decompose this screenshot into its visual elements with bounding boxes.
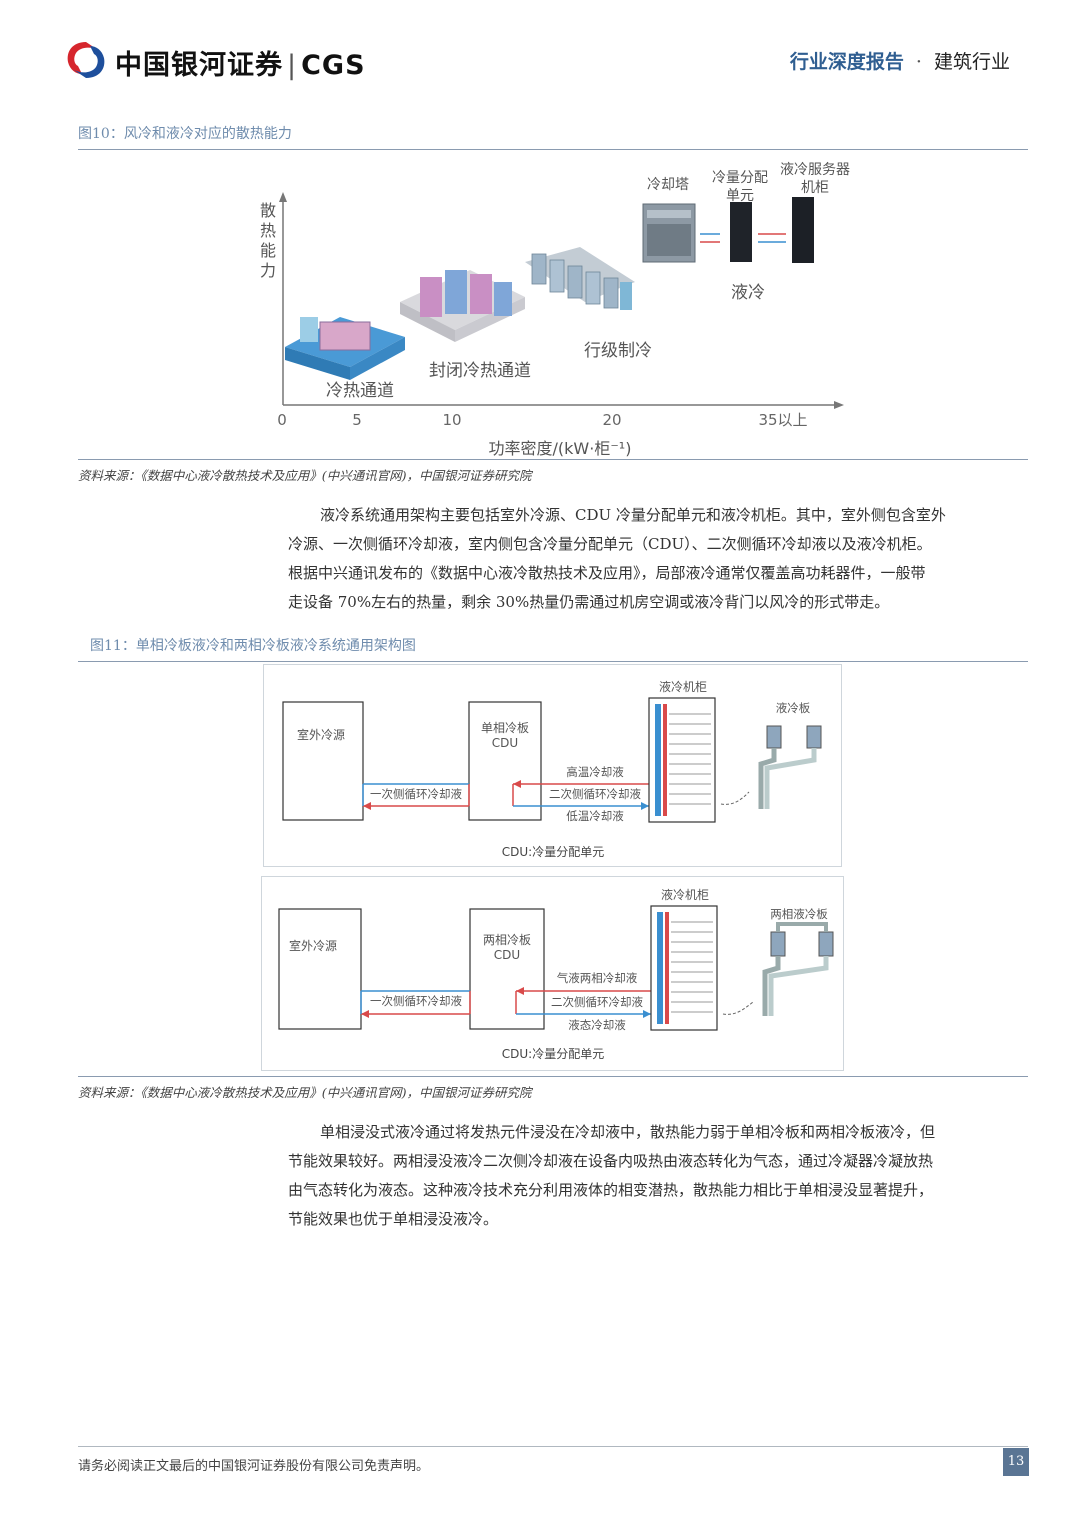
paragraph-2-line: 节能效果也优于单相浸没液冷。 bbox=[288, 1210, 499, 1228]
svg-text:能: 能 bbox=[260, 241, 276, 260]
primary-loop-label: 一次侧循环冷却液 bbox=[370, 994, 462, 1008]
x-tick-20: 20 bbox=[602, 411, 621, 429]
x-tick-10: 10 bbox=[442, 411, 461, 429]
figure11-top-rule bbox=[78, 661, 1028, 662]
stage-liquid-cooling-image bbox=[642, 197, 814, 263]
two-phase-coolant-label: 气液两相冷却液 bbox=[557, 971, 638, 985]
paragraph-2-line: 节能效果较好。两相浸没液冷二次侧冷却液在设备内吸热由液态转化为气态，通过冷凝器冷… bbox=[288, 1152, 934, 1170]
paragraph-1-line: 根据中兴通讯发布的《数据中心液冷散热技术及应用》，局部液冷通常仅覆盖高功耗器件，… bbox=[288, 564, 926, 582]
cdu-label-1: 两相冷板 bbox=[483, 933, 531, 947]
svg-text:单元: 单元 bbox=[726, 188, 754, 204]
figure11-bottom-rule bbox=[78, 1076, 1028, 1077]
brand-name-cn: 中国银河证券 bbox=[115, 50, 283, 81]
x-tick-35: 35以上 bbox=[758, 411, 807, 429]
stage-label-4: 液冷 bbox=[731, 283, 765, 303]
primary-loop-label: 一次侧循环冷却液 bbox=[370, 787, 462, 801]
header-separator: · bbox=[915, 51, 922, 73]
figure11-two-phase-diagram: 室外冷源 两相冷板 CDU 一次侧循环冷却液 气液两相冷却液 二次侧循环冷却液 … bbox=[261, 876, 844, 1071]
paragraph-2: 单相浸没式液冷通过将发热元件浸没在冷却液中，散热能力弱于单相冷板和两相冷板液冷，… bbox=[288, 1118, 1028, 1234]
liquid-coolant-label: 液态冷却液 bbox=[568, 1018, 626, 1032]
cold-coolant-label: 低温冷却液 bbox=[566, 809, 624, 823]
paragraph-2-line: 由气态转化为液态。这种液冷技术充分利用液体的相变潜热，散热能力相比于单相浸没显著… bbox=[288, 1181, 934, 1199]
outdoor-cold-source-label: 室外冷源 bbox=[289, 938, 337, 953]
header: 中国银河证券|CGS 行业深度报告 · 建筑行业 bbox=[0, 0, 1080, 110]
report-type: 行业深度报告 bbox=[789, 51, 904, 73]
x-axis-label: 功率密度/(kW·柜⁻¹) bbox=[489, 439, 632, 458]
two-phase-plate-label: 两相液冷板 bbox=[770, 907, 828, 921]
cdu-caption: CDU:冷量分配单元 bbox=[502, 1047, 604, 1061]
figure10-title: 图10：风冷和液冷对应的散热能力 bbox=[78, 126, 292, 142]
secondary-loop-label: 二次侧循环冷却液 bbox=[549, 787, 641, 801]
cdu-caption: CDU:冷量分配单元 bbox=[502, 845, 604, 859]
paragraph-1: 液冷系统通用架构主要包括室外冷源、CDU 冷量分配单元和液冷机柜。其中，室外侧包… bbox=[288, 501, 1028, 617]
svg-text:热: 热 bbox=[260, 221, 276, 240]
cdu-box bbox=[468, 701, 542, 821]
stage-label-2: 封闭冷热通道 bbox=[429, 361, 531, 381]
outdoor-cold-source-box bbox=[278, 908, 362, 1030]
cdu-box bbox=[469, 908, 545, 1030]
x-tick-0: 0 bbox=[277, 411, 287, 429]
figure11-title: 图11：单相冷板液冷和两相冷板液冷系统通用架构图 bbox=[90, 638, 416, 654]
y-axis-label: 散 bbox=[260, 201, 276, 220]
x-tick-5: 5 bbox=[352, 411, 362, 429]
svg-text:机柜: 机柜 bbox=[801, 180, 829, 196]
cgs-logo-icon bbox=[67, 42, 105, 78]
brand-name-en: CGS bbox=[301, 50, 366, 81]
figure10-bottom-rule bbox=[78, 459, 1028, 460]
paragraph-1-line: 液冷系统通用架构主要包括室外冷源、CDU 冷量分配单元和液冷机柜。其中，室外侧包… bbox=[320, 506, 946, 524]
figure11-source: 资料来源：《数据中心液冷散热技术及应用》(中兴通讯官网)，中国银河证券研究院 bbox=[78, 1085, 532, 1100]
svg-text:液冷服务器: 液冷服务器 bbox=[780, 162, 850, 178]
secondary-loop-label: 二次侧循环冷却液 bbox=[551, 995, 643, 1009]
outdoor-cold-source-box bbox=[282, 701, 364, 821]
footer-disclaimer: 请务必阅读正文最后的中国银河证券股份有限公司免责声明。 bbox=[78, 1459, 430, 1474]
figure10-source: 资料来源：《数据中心液冷散热技术及应用》(中兴通讯官网)，中国银河证券研究院 bbox=[78, 468, 532, 483]
svg-text:力: 力 bbox=[260, 261, 276, 280]
cdu-label-1: 单相冷板 bbox=[481, 721, 529, 735]
cold-plate-image bbox=[758, 725, 822, 809]
liquid-part-cooling-tower: 冷却塔 bbox=[647, 177, 689, 193]
cdu-label-2: CDU bbox=[492, 736, 518, 750]
paragraph-1-line: 冷源、一次侧循环冷却液，室内侧包含冷量分配单元（CDU）、二次侧循环冷却液以及液… bbox=[288, 535, 932, 553]
stage-label-1: 冷热通道 bbox=[326, 381, 394, 401]
cold-plate-label: 液冷板 bbox=[776, 701, 811, 715]
hot-coolant-label: 高温冷却液 bbox=[566, 765, 624, 779]
figure10-diagram: 散 热 能 力 0 5 10 20 35以上 功率密度/(kW·柜⁻¹) 冷热通… bbox=[260, 162, 850, 458]
footer-rule bbox=[78, 1446, 1028, 1447]
industry-label: 建筑行业 bbox=[933, 51, 1010, 73]
figure10-top-rule bbox=[78, 149, 1028, 150]
paragraph-1-line: 走设备 70%左右的热量，剩余 30%热量仍需通过机房空调或液冷背门以风冷的形式… bbox=[288, 593, 890, 611]
page-number: 13 bbox=[1003, 1448, 1029, 1476]
svg-text:冷量分配: 冷量分配 bbox=[712, 170, 768, 186]
cabinet-label: 液冷机柜 bbox=[661, 887, 709, 902]
stage-label-3: 行级制冷 bbox=[584, 341, 652, 361]
stage-hot-cold-aisle-image bbox=[285, 317, 405, 380]
figure11-single-phase-diagram: 室外冷源 单相冷板 CDU 一次侧循环冷却液 高温冷却液 二次侧循环冷却液 低温… bbox=[263, 664, 842, 867]
cdu-label-2: CDU bbox=[494, 948, 520, 962]
two-phase-plate-image bbox=[762, 922, 834, 1016]
stage-closed-aisle-image bbox=[400, 270, 525, 342]
paragraph-2-line: 单相浸没式液冷通过将发热元件浸没在冷却液中，散热能力弱于单相冷板和两相冷板液冷，… bbox=[320, 1123, 936, 1141]
outdoor-cold-source-label: 室外冷源 bbox=[297, 727, 345, 742]
stage-row-cooling-image bbox=[525, 247, 635, 310]
cabinet-label: 液冷机柜 bbox=[659, 679, 707, 694]
